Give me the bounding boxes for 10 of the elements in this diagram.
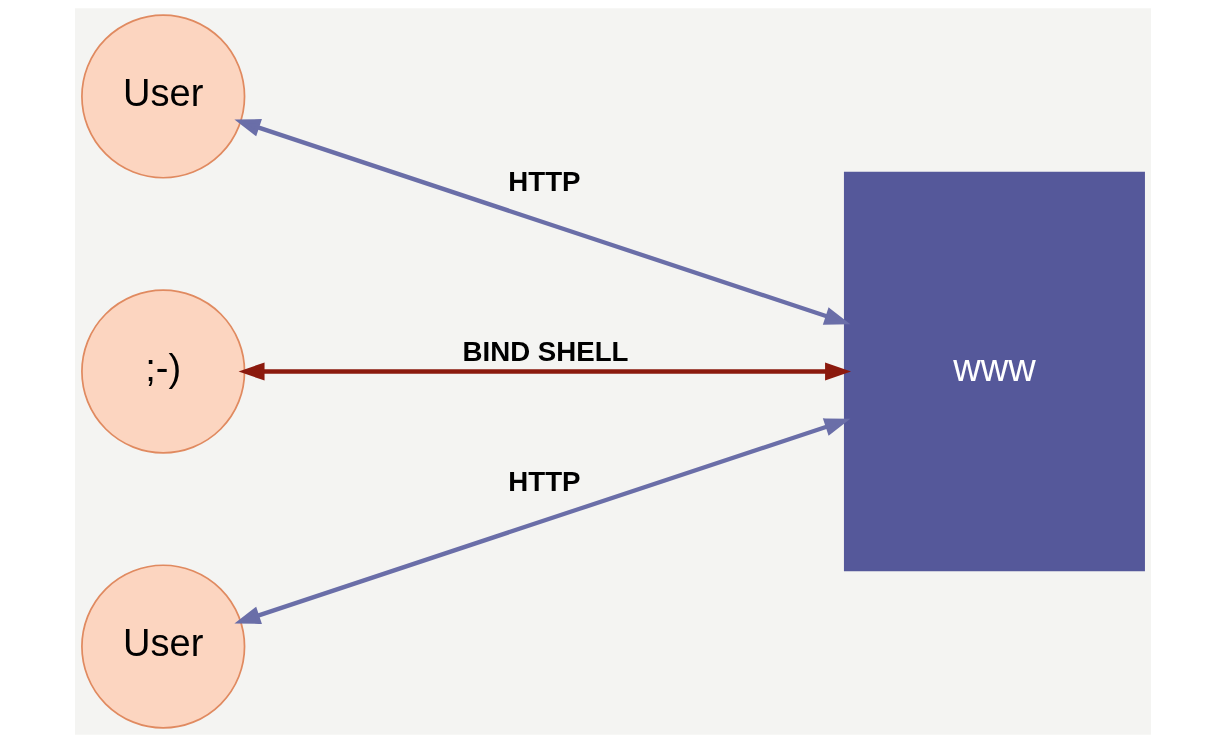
arrow xyxy=(238,362,852,381)
edge-label: HTTP xyxy=(508,166,581,198)
node-circle: User xyxy=(81,564,246,729)
node-box: www xyxy=(843,171,1145,572)
edge-label: HTTP xyxy=(508,465,581,497)
node-circle: User xyxy=(81,14,246,179)
edge-label: BIND SHELL xyxy=(462,335,629,367)
arrow xyxy=(234,119,851,325)
node-circle: ;-) xyxy=(81,289,246,454)
arrow xyxy=(234,418,851,624)
